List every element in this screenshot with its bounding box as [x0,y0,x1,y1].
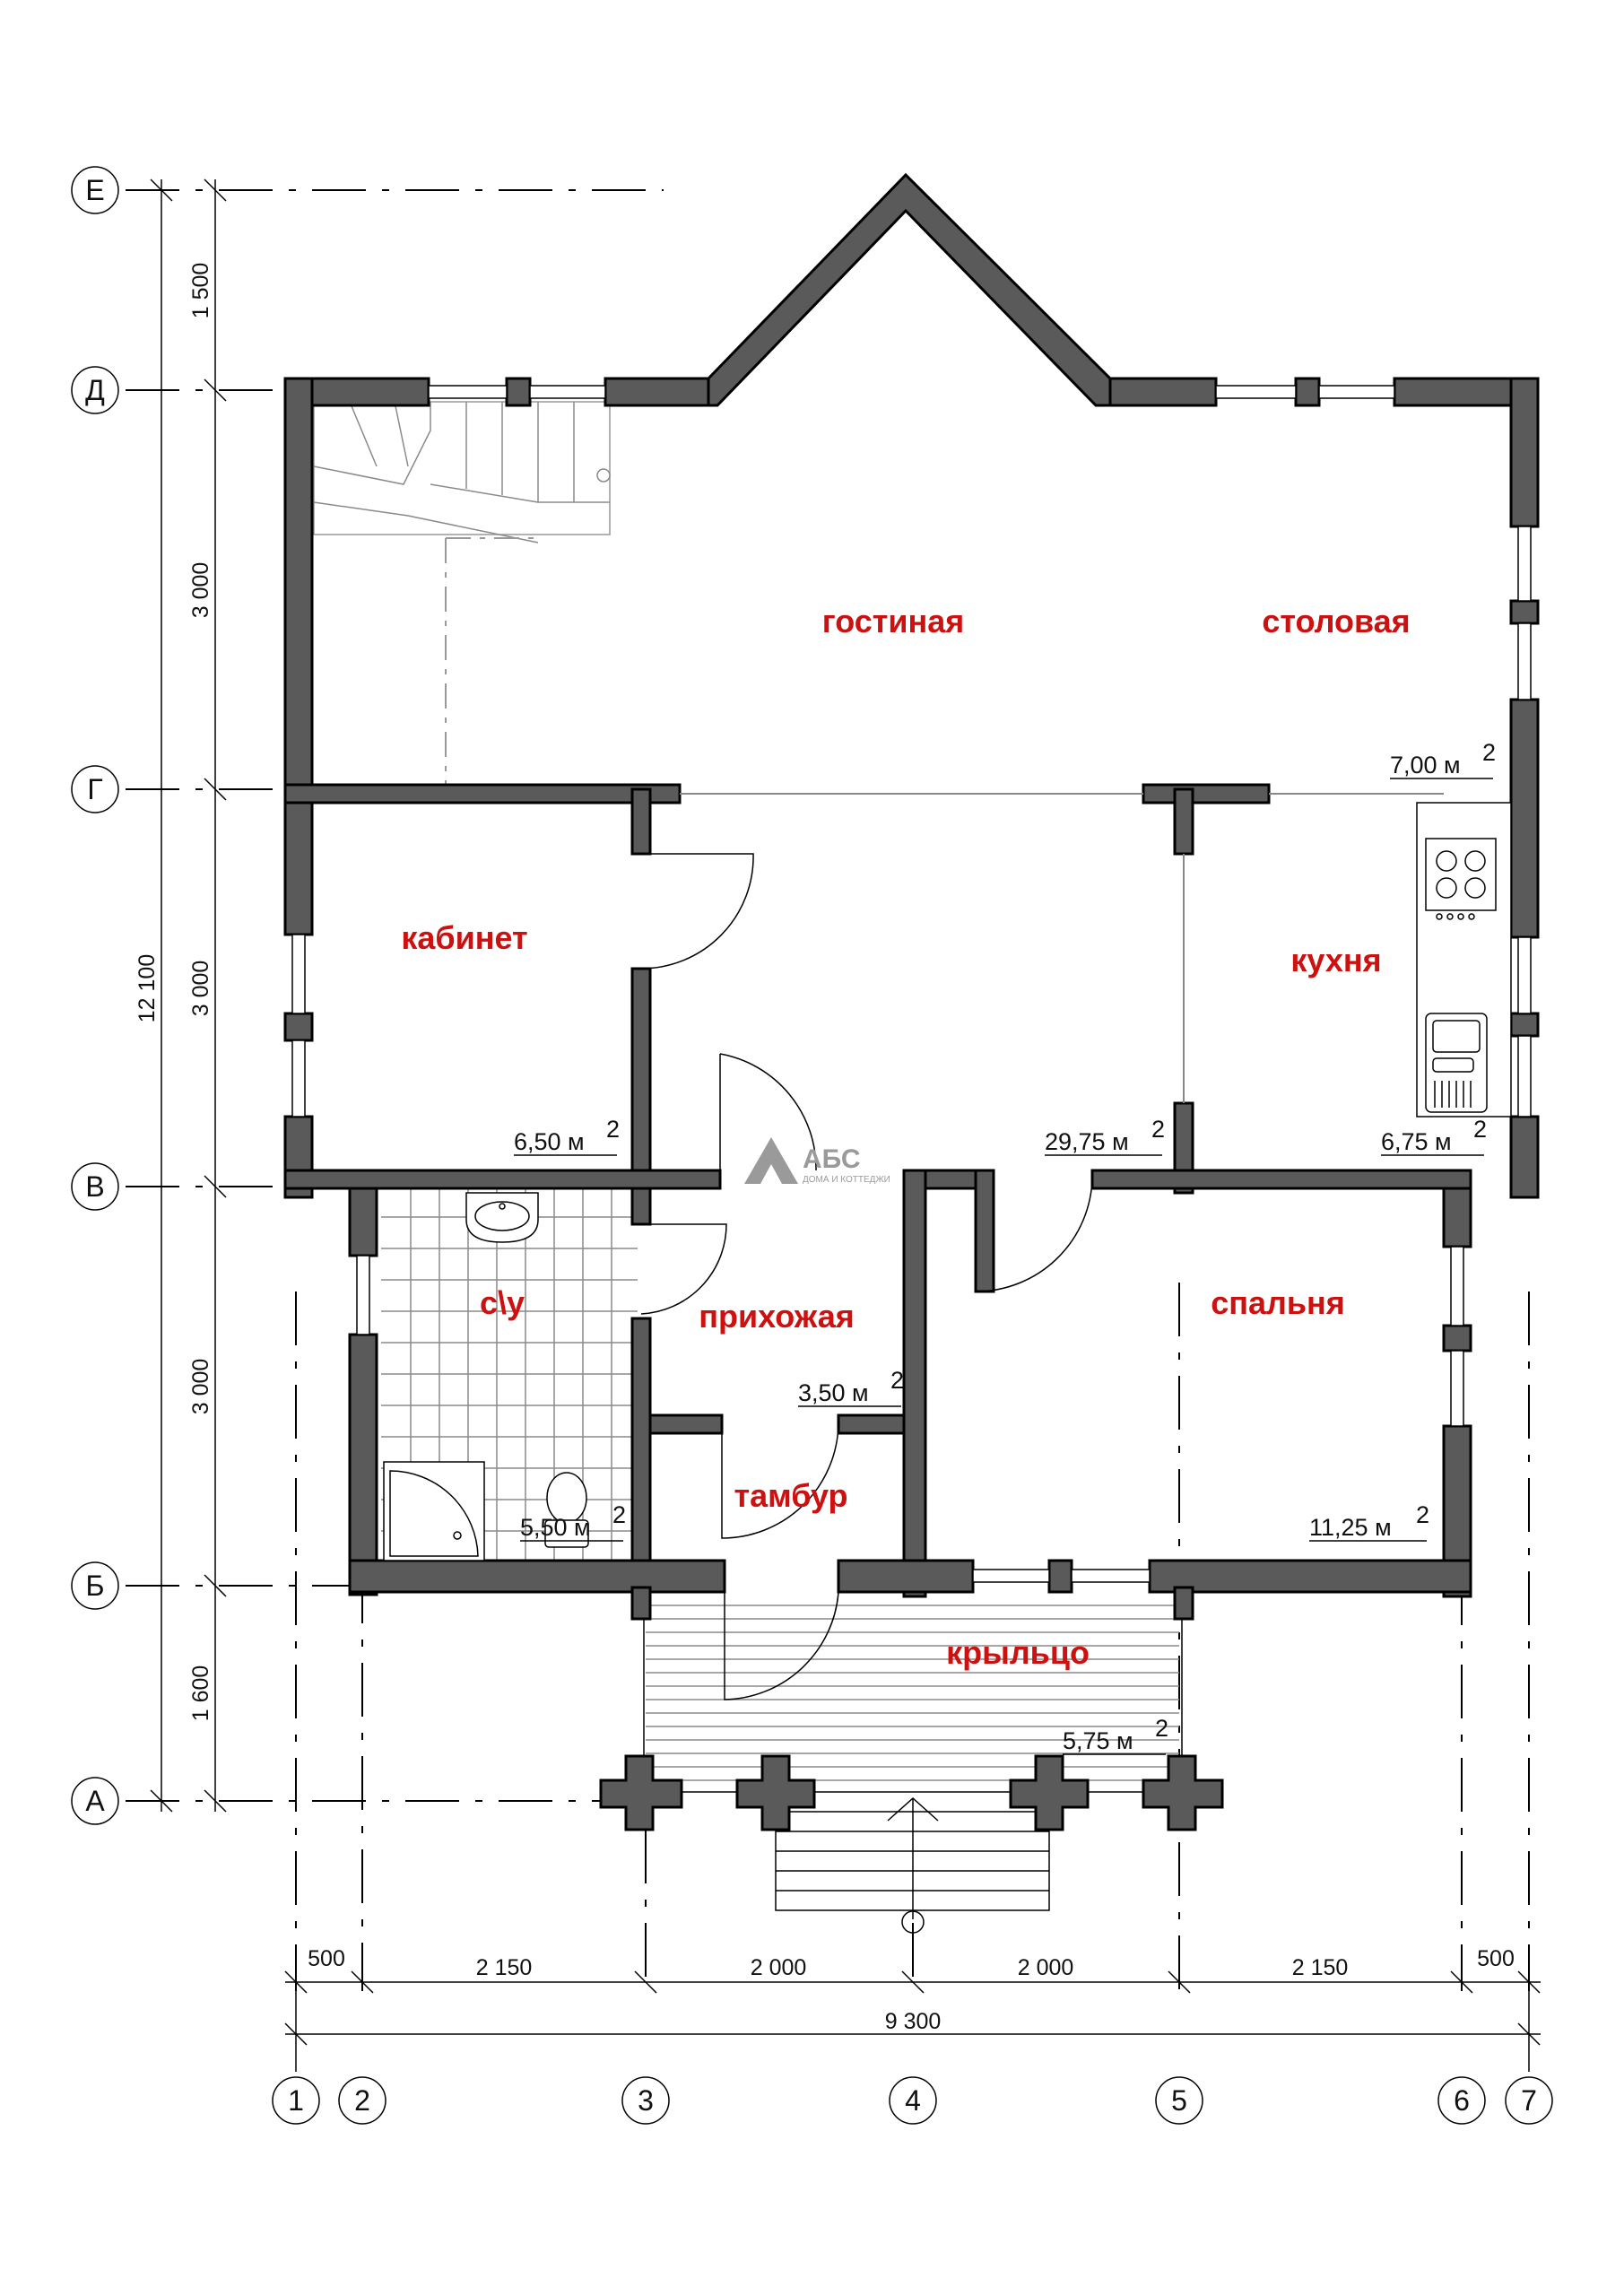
axis-col-6: 6 [1454,2084,1470,2117]
room-vestibule-label: тамбур [734,1477,847,1514]
area-study-sup: 2 [606,1116,620,1143]
row-axis-markers: Е Д Г В Б А [71,166,119,1825]
dim-h-3: 2 000 [751,1955,807,1980]
area-dining: 7,00 м 2 [1390,739,1496,779]
area-hall-value: 3,50 м [798,1379,869,1406]
room-hall-label: прихожая [699,1298,855,1335]
area-hall-main: 29,75 м 2 [1045,1116,1165,1156]
area-bedroom-value: 11,25 м [1309,1514,1392,1541]
dim-v-2: 3 000 [188,562,213,619]
axis-row-b: Б [86,1570,105,1602]
area-dining-value: 7,00 м [1390,752,1461,778]
dim-h-4: 2 000 [1018,1955,1074,1980]
windows [291,385,1532,1583]
doors [640,853,1093,1700]
horizontal-dimension-labels: 500 2 150 2 000 2 000 2 150 500 9 300 [308,1946,1515,2034]
dim-v-4: 3 000 [188,1359,213,1415]
room-kitchen-label: кухня [1290,942,1381,978]
dim-v-5: 1 600 [188,1665,213,1722]
room-bedroom-label: спальня [1211,1284,1345,1321]
porch [599,1596,1224,1934]
area-study-value: 6,50 м [514,1128,585,1155]
dim-v-total: 12 100 [135,954,160,1022]
area-dining-sup: 2 [1482,739,1496,766]
logo-name: АБС [803,1144,861,1174]
axis-col-5: 5 [1171,2084,1187,2117]
logo-tagline: ДОМА И КОТТЕДЖИ [803,1175,890,1185]
axis-col-3: 3 [638,2084,654,2117]
company-logo: АБС ДОМА И КОТТЕДЖИ [744,1137,890,1185]
axis-col-7: 7 [1521,2084,1537,2117]
area-kitchen-sup: 2 [1473,1116,1487,1143]
area-porch-sup: 2 [1155,1715,1168,1742]
dim-h-5: 2 150 [1292,1955,1349,1980]
axis-row-g: Г [87,773,102,805]
axis-col-2: 2 [354,2084,370,2117]
dimension-lines [150,178,1541,2072]
dim-h-6: 500 [1477,1946,1515,1971]
area-kitchen-value: 6,75 м [1381,1128,1452,1155]
area-kitchen: 6,75 м 2 [1381,1116,1487,1156]
dim-h-total: 9 300 [885,2009,942,2034]
axis-col-1: 1 [288,2084,304,2117]
area-study: 6,50 м 2 [514,1116,620,1156]
room-porch-label: крыльцо [946,1634,1090,1671]
room-labels: гостиная столовая кабинет кухня с\у прих… [401,603,1410,1671]
area-bath-sup: 2 [612,1501,626,1528]
room-study-label: кабинет [401,919,527,956]
dim-h-1: 500 [308,1946,345,1971]
area-hall-main-sup: 2 [1151,1116,1165,1143]
axis-row-v: В [85,1170,104,1203]
dim-v-1: 1 500 [188,263,213,319]
vertical-dimension-labels: 1 500 3 000 3 000 3 000 1 600 12 100 [135,263,213,1722]
area-porch: 5,75 м 2 [1063,1715,1168,1755]
area-labels: 7,00 м 2 6,50 м 2 29,75 м 2 6,75 м 2 3,5… [514,739,1496,1755]
area-hall-main-value: 29,75 м [1045,1128,1129,1155]
axis-col-4: 4 [905,2084,921,2117]
area-bath-value: 5,50 м [520,1514,591,1541]
stairs [313,401,611,789]
room-bath-label: с\у [480,1284,525,1321]
area-bedroom-sup: 2 [1416,1501,1429,1528]
dim-v-3: 3 000 [188,961,213,1017]
area-porch-value: 5,75 м [1063,1727,1133,1754]
axis-row-a: А [85,1785,105,1817]
area-hall-sup: 2 [890,1367,904,1394]
axis-row-d: Д [85,374,105,406]
room-living-label: гостиная [822,603,965,639]
dim-h-2: 2 150 [476,1955,533,1980]
area-hall: 3,50 м 2 [798,1367,904,1407]
area-bath: 5,50 м 2 [520,1501,626,1542]
column-axis-markers: 1 2 3 4 5 6 7 [272,2076,1553,2125]
walls [283,172,1540,1621]
area-bedroom: 11,25 м 2 [1309,1501,1429,1542]
axis-row-e: Е [85,174,104,206]
room-dining-label: столовая [1262,603,1410,639]
